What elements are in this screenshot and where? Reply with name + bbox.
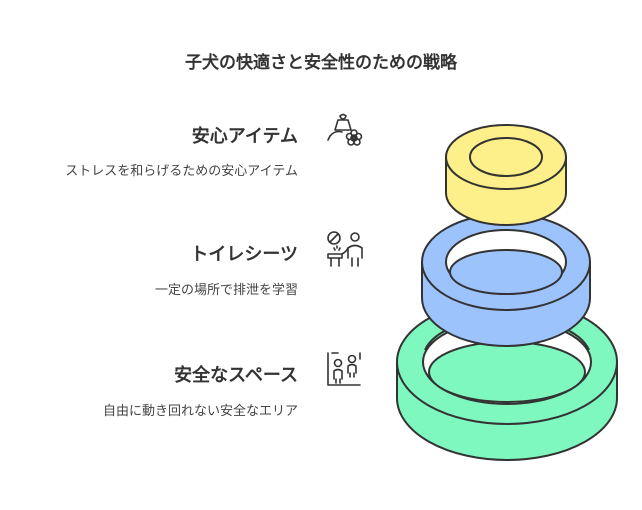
ring-comfort-item xyxy=(445,124,567,226)
item-title-toilet: トイレシーツ xyxy=(190,244,298,265)
safe-space-people-icon xyxy=(327,352,361,386)
item-desc-toilet: 一定の場所で排泄を学習 xyxy=(154,283,298,298)
item-title-safe-space: 安全なスペース xyxy=(174,365,298,386)
comfort-toy-flower-icon xyxy=(327,113,363,146)
ring-toilet-sheet xyxy=(421,213,591,347)
toilet-training-icon xyxy=(327,231,363,267)
item-desc-safe-space: 自由に動き回れない安全なエリア xyxy=(102,404,298,419)
item-title-comfort: 安心アイテム xyxy=(191,126,298,147)
page-title: 子犬の快適さと安全性のための戦略 xyxy=(185,53,457,73)
item-desc-comfort: ストレスを和らげるための安心アイテム xyxy=(65,164,298,179)
